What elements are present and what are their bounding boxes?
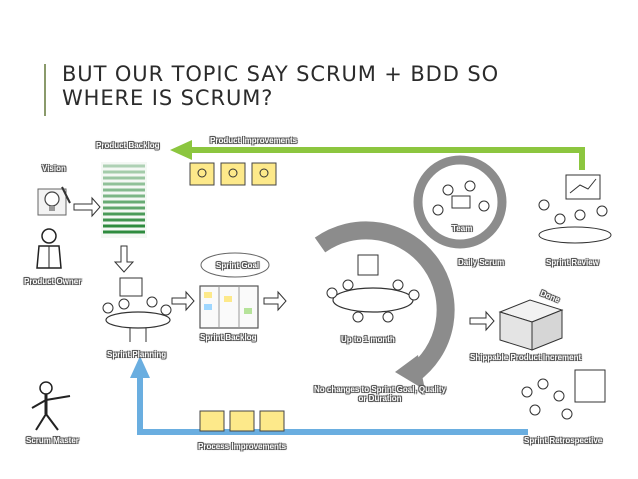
vision-label: Vision xyxy=(42,164,66,173)
scrum-master-label: Scrum Master xyxy=(26,436,79,445)
sprint-length-label: Up to 1 month xyxy=(341,335,395,344)
sprint-review-label: Sprint Review xyxy=(546,258,599,267)
title-accent-bar xyxy=(44,64,46,116)
sprint-planning-meeting-icon xyxy=(102,277,172,342)
no-changes-line-1: No changes to Sprint Goal, Quality xyxy=(313,385,446,394)
sprint-retrospective-label: Sprint Retrospective xyxy=(524,436,603,445)
box-icon xyxy=(498,299,564,351)
sprint-backlog-board-icon xyxy=(199,285,259,329)
sprint-cycle-arrow xyxy=(314,221,455,390)
team-label: Team xyxy=(452,224,473,233)
cycle-to-increment-arrow xyxy=(469,310,495,332)
product-owner-person-icon xyxy=(36,228,62,269)
daily-scrum-cycle xyxy=(413,155,507,249)
no-changes-note: No changes to Sprint Goal, Quality or Du… xyxy=(300,385,460,403)
shippable-increment-label: Shippable Product Increment xyxy=(470,353,582,362)
sprint-retrospective-meeting-icon xyxy=(521,369,606,420)
team-meeting-icon xyxy=(326,254,420,323)
product-improvement-notes xyxy=(189,162,277,186)
lightbulb-icon xyxy=(37,186,71,216)
daily-scrum-label: Daily Scrum xyxy=(458,258,505,267)
sprint-goal-bubble xyxy=(200,252,270,278)
product-backlog-label: Product Backlog xyxy=(96,141,160,150)
planning-to-backlog-arrow xyxy=(171,290,195,312)
scrum-master-person-icon xyxy=(31,381,71,431)
product-improvements-arrow xyxy=(170,140,585,170)
process-improvements-arrow xyxy=(130,356,528,435)
process-improvement-notes xyxy=(199,410,285,432)
sprint-planning-label: Sprint Planning xyxy=(107,350,167,359)
title-line-1: BUT OUR TOPIC SAY SCRUM + BDD SO xyxy=(62,62,500,86)
process-improvements-label: Process Improvements xyxy=(198,442,287,451)
product-backlog-stack xyxy=(101,162,147,238)
sprint-goal-label: Sprint Goal xyxy=(216,261,260,270)
vision-to-backlog-arrow xyxy=(73,196,101,218)
sprint-review-meeting-icon xyxy=(538,174,612,244)
title-line-2: WHERE IS SCRUM? xyxy=(62,86,274,110)
sprint-backlog-label: Sprint Backlog xyxy=(200,333,257,342)
product-owner-label: Product Owner xyxy=(24,277,82,286)
product-improvements-label: Product Improvements xyxy=(210,136,298,145)
backlog-to-cycle-arrow xyxy=(263,290,287,312)
no-changes-line-2: or Duration xyxy=(358,394,402,403)
backlog-to-planning-arrow xyxy=(113,245,135,273)
slide-title: BUT OUR TOPIC SAY SCRUM + BDD SO WHERE I… xyxy=(62,62,622,110)
